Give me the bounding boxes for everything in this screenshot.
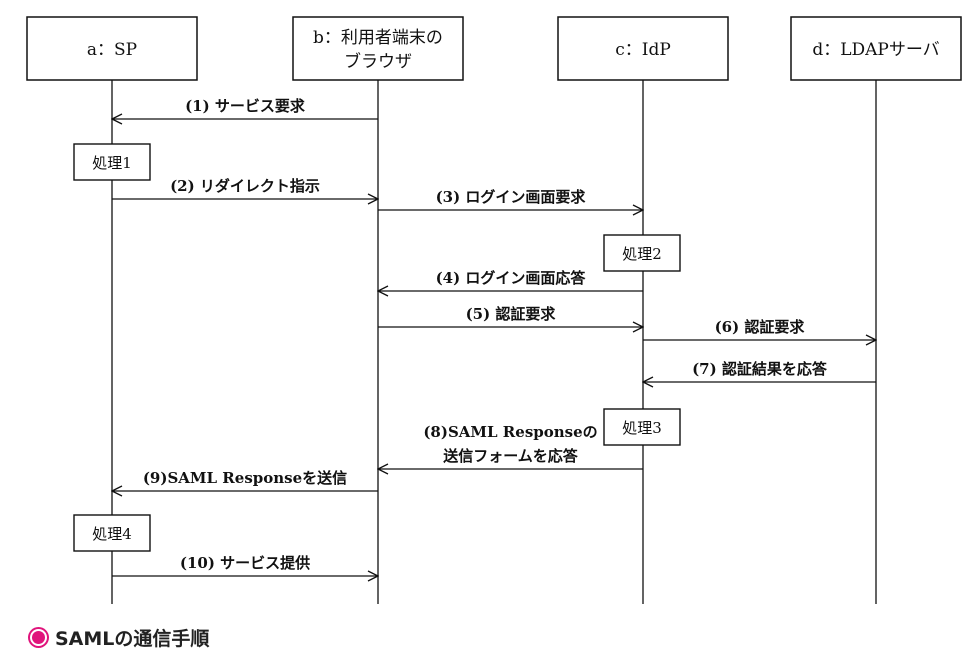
participant-label: b：利用者端末の: [313, 28, 443, 48]
diagram-caption: SAMLの通信手順: [28, 624, 209, 651]
message-3: (3) ログイン画面要求: [378, 188, 643, 210]
process-box-1: 処理1: [73, 143, 151, 181]
message-4: (4) ログイン画面応答: [378, 269, 643, 291]
message-10: (10) サービス提供: [112, 554, 378, 576]
participant-label: a：SP: [87, 40, 137, 60]
message-label: 送信フォームを応答: [442, 447, 579, 465]
caption-bullet-icon: [32, 631, 45, 644]
process-box: [73, 514, 151, 552]
participant-box: [292, 16, 464, 81]
participant-box: [26, 16, 198, 81]
participant-a: a：SP: [26, 16, 198, 81]
message-7: (7) 認証結果を応答: [643, 360, 876, 382]
message-label: (8)SAML Responseの: [423, 423, 597, 441]
message-2: (2) リダイレクト指示: [112, 177, 378, 199]
participant-box: [790, 16, 962, 81]
participant-label: c：IdP: [615, 40, 671, 60]
message-label: (3) ログイン画面要求: [436, 188, 587, 206]
message-label: (2) リダイレクト指示: [170, 177, 320, 195]
participant-d: d：LDAPサーバ: [790, 16, 962, 81]
process-box-2: 処理2: [603, 234, 681, 272]
message-9: (9)SAML Responseを送信: [112, 469, 378, 491]
message-5: (5) 認証要求: [378, 305, 643, 327]
message-label: (4) ログイン画面応答: [436, 269, 587, 287]
process-box: [73, 143, 151, 181]
process-label: 処理3: [622, 419, 662, 437]
message-label: (1) サービス要求: [185, 97, 306, 115]
participant-label: ブラウザ: [344, 51, 412, 72]
message-label: (7) 認証結果を応答: [692, 360, 828, 378]
caption-text: SAMLの通信手順: [55, 628, 210, 650]
participant-label: d：LDAPサーバ: [812, 40, 939, 60]
message-1: (1) サービス要求: [112, 97, 378, 119]
process-label: 処理4: [92, 525, 132, 543]
message-label: (9)SAML Responseを送信: [143, 469, 347, 487]
process-label: 処理2: [622, 245, 662, 263]
process-box: [603, 408, 681, 446]
message-label: (5) 認証要求: [466, 305, 557, 323]
message-6: (6) 認証要求: [643, 318, 876, 340]
participant-box: [557, 16, 729, 81]
message-label: (6) 認証要求: [715, 318, 806, 336]
process-box: [603, 234, 681, 272]
process-box-4: 処理4: [73, 514, 151, 552]
process-label: 処理1: [92, 154, 132, 172]
message-label: (10) サービス提供: [180, 554, 310, 572]
participant-c: c：IdP: [557, 16, 729, 81]
process-box-3: 処理3: [603, 408, 681, 446]
